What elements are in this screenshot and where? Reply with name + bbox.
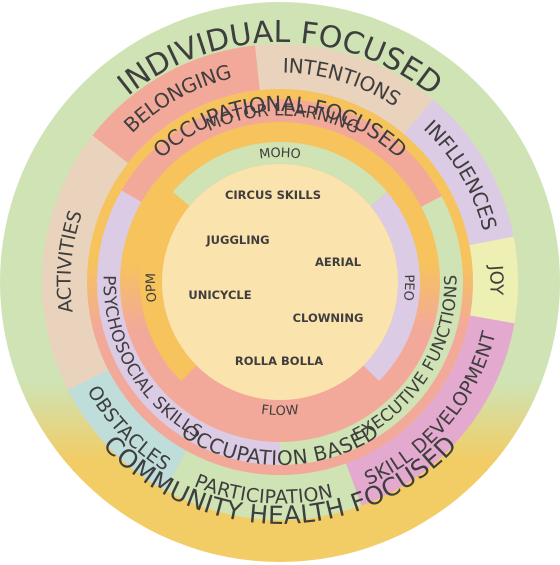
fifth-ring-segment-opm xyxy=(140,192,197,381)
second-ring-segment-belonging xyxy=(92,45,260,164)
second-ring-segment-influences xyxy=(404,99,514,246)
fifth-ring xyxy=(140,141,420,422)
center-item-circus-skills: CIRCUS SKILLS xyxy=(225,188,321,202)
second-ring-segment-joy xyxy=(469,236,518,324)
second-ring xyxy=(41,43,518,521)
fifth-ring-label-moho: MOHO xyxy=(258,145,301,162)
fourth-ring xyxy=(97,99,463,465)
fifth-ring-segment-peo xyxy=(363,192,420,381)
center-item-clowning: CLOWNING xyxy=(293,311,364,325)
center-items: CIRCUS SKILLS JUGGLING AERIAL UNICYCLE C… xyxy=(188,188,363,368)
second-ring-segment-skill-development xyxy=(346,315,515,506)
center-item-unicycle: UNICYCLE xyxy=(188,288,251,302)
fourth-ring-segment-psychosocial-skills xyxy=(97,190,280,465)
center-item-aerial: AERIAL xyxy=(315,255,362,269)
fifth-ring-label-opm: OPM xyxy=(143,273,160,303)
second-ring-label-joy: JOY xyxy=(485,264,507,297)
second-ring-segment-intentions xyxy=(255,43,433,135)
center-circle xyxy=(162,164,398,400)
fifth-ring-label-peo: PEO xyxy=(400,274,416,301)
center-item-juggling: JUGGLING xyxy=(205,233,269,247)
second-ring-segment-participation xyxy=(164,450,362,521)
center-item-rolla-bolla: ROLLA BOLLA xyxy=(235,354,323,368)
second-ring-segment-obstacles xyxy=(67,369,187,491)
fifth-ring-label-flow: FLOW xyxy=(260,402,299,418)
fourth-ring-segment-executive-functions xyxy=(280,196,463,465)
second-ring-segment-activities xyxy=(41,135,128,391)
fourth-ring-segment-motor-learning xyxy=(121,99,442,207)
fifth-ring-segment-flow xyxy=(181,365,379,422)
fifth-ring-segment-moho xyxy=(172,141,388,207)
